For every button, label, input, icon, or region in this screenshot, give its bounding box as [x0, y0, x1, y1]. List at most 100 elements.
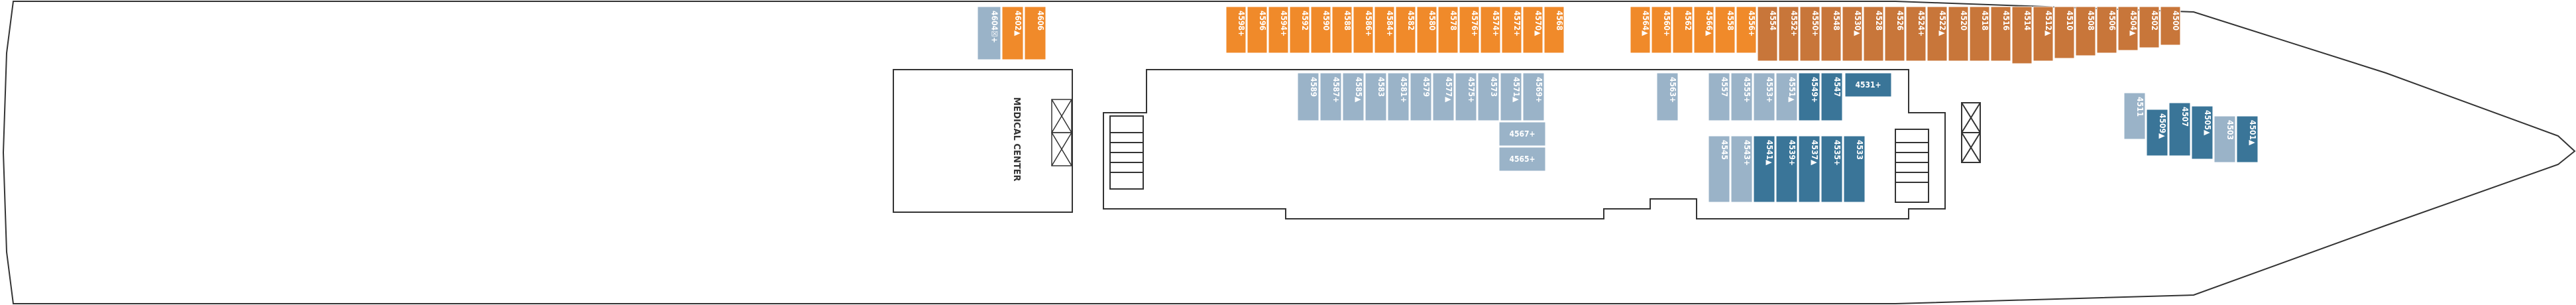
cabin-4592[interactable]: 4592	[1289, 6, 1310, 54]
cabin-4556[interactable]: 4556+	[1736, 6, 1757, 54]
cabin-box[interactable]	[1432, 72, 1455, 121]
cabin-4573[interactable]: 4573	[1477, 72, 1500, 121]
cabin-box[interactable]	[1905, 6, 1927, 62]
cabin-box[interactable]	[1843, 135, 1866, 203]
cabin-box[interactable]	[1863, 6, 1884, 62]
cabin-box[interactable]	[1365, 72, 1387, 121]
cabin-box[interactable]	[1798, 72, 1820, 121]
cabin-box[interactable]	[1927, 6, 1948, 62]
cabin-4539[interactable]: 4539+	[1775, 135, 1798, 203]
cabin-4503[interactable]: 4503	[2213, 115, 2236, 163]
cabin-box[interactable]	[1543, 6, 1565, 54]
cabin-box[interactable]	[1319, 72, 1342, 121]
cabin-box[interactable]	[1374, 6, 1395, 54]
cabin-box[interactable]	[1990, 6, 2011, 62]
cabin-box[interactable]	[1455, 72, 1477, 121]
cabin-box[interactable]	[1001, 6, 1024, 60]
cabin-box[interactable]	[2096, 6, 2117, 54]
cabin-4568[interactable]: 4568	[1543, 6, 1565, 54]
cabin-4577[interactable]: 4577▲	[1432, 72, 1455, 121]
cabin-4590[interactable]: 4590	[1310, 6, 1331, 54]
cabin-4507[interactable]: 4507	[2168, 102, 2191, 156]
cabin-4502[interactable]: 4502	[2139, 6, 2160, 48]
cabin-box[interactable]	[1225, 6, 1247, 54]
cabin-4541[interactable]: 4541▲	[1753, 135, 1775, 203]
cabin-box[interactable]	[1630, 6, 1651, 54]
cabin-box[interactable]	[1708, 135, 1730, 203]
cabin-box[interactable]	[2011, 6, 2033, 64]
cabin-box[interactable]	[1714, 6, 1736, 54]
cabin-4588[interactable]: 4588	[1331, 6, 1353, 54]
cabin-box[interactable]	[1775, 72, 1798, 121]
cabin-4504[interactable]: 4504▲	[2117, 6, 2139, 51]
cabin-4589[interactable]: 4589	[1297, 72, 1319, 121]
cabin-box[interactable]	[1730, 72, 1753, 121]
cabin-box[interactable]	[1656, 72, 1679, 121]
cabin-4506[interactable]: 4506	[2096, 6, 2117, 54]
cabin-box[interactable]	[1480, 6, 1501, 54]
cabin-4563[interactable]: 4563+	[1656, 72, 1679, 121]
cabin-box[interactable]	[1884, 6, 1905, 62]
cabin-4505[interactable]: 4505▲	[2191, 105, 2213, 160]
cabin-4553[interactable]: 4553+	[1753, 72, 1775, 121]
cabin-box[interactable]	[2160, 6, 2181, 46]
cabin-box[interactable]	[1331, 6, 1353, 54]
cabin-4518[interactable]: 4518	[1969, 6, 1990, 62]
cabin-box[interactable]	[1693, 6, 1714, 54]
cabin-box[interactable]	[1477, 72, 1500, 121]
cabin-4596[interactable]: 4596	[1247, 6, 1268, 54]
cabin-4512[interactable]: 4512▲	[2033, 6, 2054, 62]
cabin-4516[interactable]: 4516	[1990, 6, 2011, 62]
cabin-box[interactable]	[2033, 6, 2054, 62]
cabin-4571[interactable]: 4571▲	[1500, 72, 1522, 121]
cabin-box[interactable]	[1498, 121, 1546, 147]
cabin-4579[interactable]: 4579	[1410, 72, 1432, 121]
cabin-4543[interactable]: 4543+	[1730, 135, 1753, 203]
cabin-4583[interactable]: 4583	[1365, 72, 1387, 121]
cabin-box[interactable]	[1775, 135, 1798, 203]
cabin-4565[interactable]: 4565+	[1498, 147, 1546, 172]
cabin-box[interactable]	[1820, 6, 1842, 62]
cabin-box[interactable]	[1798, 135, 1820, 203]
cabin-4564[interactable]: 4564▲	[1630, 6, 1651, 54]
cabin-box[interactable]	[1672, 6, 1693, 54]
cabin-box[interactable]	[1757, 6, 1778, 62]
cabin-4598[interactable]: 4598+	[1225, 6, 1247, 54]
cabin-4548[interactable]: 4548	[1820, 6, 1842, 62]
cabin-box[interactable]	[1522, 72, 1545, 121]
cabin-box[interactable]	[1459, 6, 1480, 54]
cabin-4508[interactable]: 4508	[2075, 6, 2096, 56]
cabin-box[interactable]	[1387, 72, 1410, 121]
cabin-box[interactable]	[1289, 6, 1310, 54]
cabin-4524[interactable]: 4524+	[1905, 6, 1927, 62]
cabin-box[interactable]	[1844, 72, 1892, 97]
cabin-box[interactable]	[1799, 6, 1820, 62]
cabin-box[interactable]	[1247, 6, 1268, 54]
cabin-4509[interactable]: 4509▲	[2146, 109, 2168, 156]
cabin-box[interactable]	[1310, 6, 1331, 54]
cabin-4567[interactable]: 4567+	[1498, 121, 1546, 147]
cabin-4562[interactable]: 4562	[1672, 6, 1693, 54]
cabin-box[interactable]	[2168, 102, 2191, 156]
cabin-box[interactable]	[1753, 72, 1775, 121]
cabin-box[interactable]	[1820, 72, 1843, 121]
cabin-4549[interactable]: 4549+	[1798, 72, 1820, 121]
cabin-box[interactable]	[1268, 6, 1289, 54]
cabin-4551[interactable]: 4551▲	[1775, 72, 1798, 121]
cabin-4572[interactable]: 4572+	[1501, 6, 1522, 54]
cabin-box[interactable]	[2191, 105, 2213, 160]
cabin-box[interactable]	[1708, 72, 1730, 121]
cabin-4528[interactable]: 4528	[1863, 6, 1884, 62]
cabin-4545[interactable]: 4545	[1708, 135, 1730, 203]
cabin-box[interactable]	[1395, 6, 1416, 54]
cabin-4602[interactable]: 4602▲	[1001, 6, 1024, 60]
cabin-box[interactable]	[2075, 6, 2096, 56]
cabin-box[interactable]	[1416, 6, 1437, 54]
cabin-box[interactable]	[1969, 6, 1990, 62]
cabin-box[interactable]	[1353, 6, 1374, 54]
cabin-4574[interactable]: 4574+	[1480, 6, 1501, 54]
cabin-4576[interactable]: 4576+	[1459, 6, 1480, 54]
cabin-4500[interactable]: 4500	[2160, 6, 2181, 46]
cabin-4530[interactable]: 4530▲	[1842, 6, 1863, 62]
cabin-box[interactable]	[1948, 6, 1969, 62]
